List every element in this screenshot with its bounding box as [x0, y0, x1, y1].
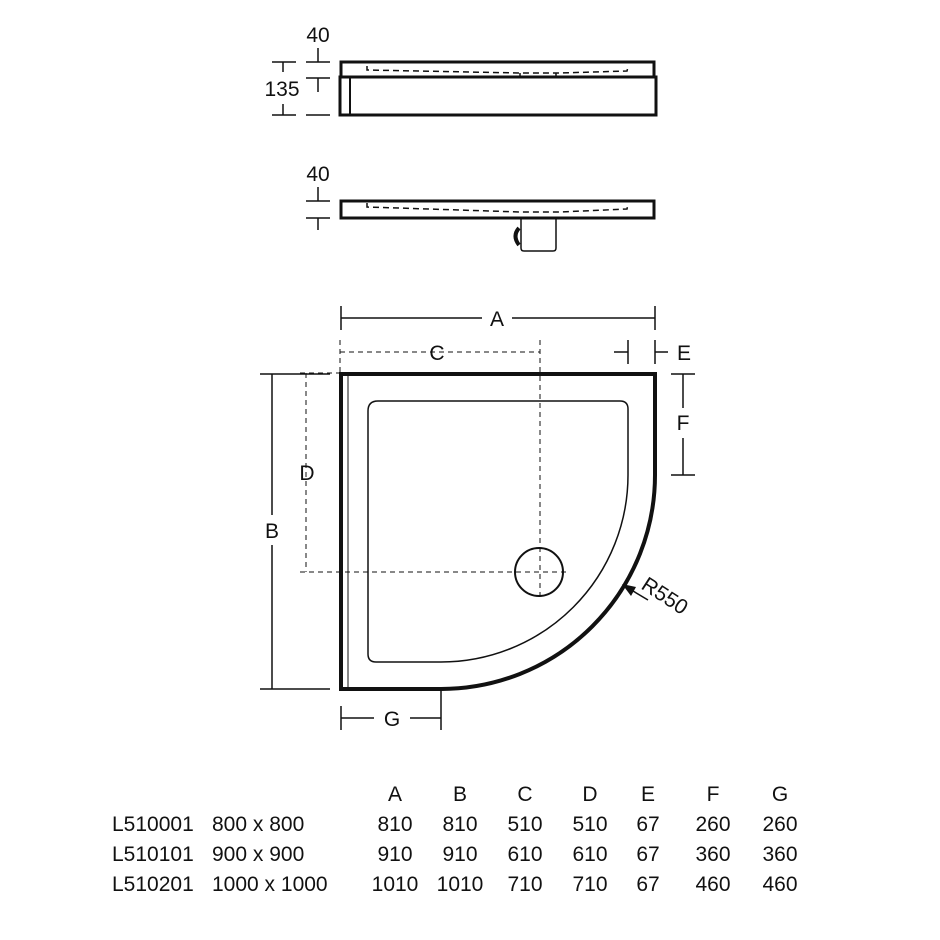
value-g: 360 — [762, 843, 798, 866]
value-e: 67 — [636, 813, 660, 836]
dim-c-label: C — [429, 342, 444, 365]
value-g: 260 — [762, 813, 798, 836]
value-g: 460 — [762, 873, 798, 896]
value-b: 910 — [442, 843, 478, 866]
dim-e-label: E — [677, 342, 691, 365]
dim-height-label: 135 — [264, 78, 299, 101]
dim-d-label: D — [299, 462, 314, 485]
value-d: 610 — [572, 843, 608, 866]
product-size: 800 x 800 — [212, 813, 305, 836]
plan-view — [260, 306, 695, 730]
table-header: C — [517, 783, 533, 806]
product-code: L510101 — [112, 843, 194, 866]
value-c: 510 — [507, 813, 543, 836]
table-header: G — [771, 783, 789, 806]
dim-lip-label-2: 40 — [306, 163, 329, 186]
product-code: L510201 — [112, 873, 194, 896]
value-e: 67 — [636, 873, 660, 896]
product-code: L510001 — [112, 813, 194, 836]
value-b: 810 — [442, 813, 478, 836]
product-size: 1000 x 1000 — [212, 873, 328, 896]
value-e: 67 — [636, 843, 660, 866]
side-view-without-plinth — [306, 187, 656, 252]
value-f: 260 — [695, 813, 731, 836]
basin-outline — [367, 400, 629, 663]
dim-a-label: A — [490, 308, 504, 331]
dim-lip-label: 40 — [306, 24, 329, 47]
table-header: E — [640, 783, 656, 806]
value-d: 710 — [572, 873, 608, 896]
value-f: 460 — [695, 873, 731, 896]
table-header: D — [582, 783, 598, 806]
value-a: 910 — [377, 843, 413, 866]
dim-f-label: F — [677, 412, 690, 435]
value-a: 1010 — [371, 873, 419, 896]
side-view-with-plinth — [272, 48, 658, 117]
value-b: 1010 — [436, 873, 484, 896]
radius-label: R550 — [637, 573, 692, 620]
table-header: A — [387, 783, 403, 806]
value-c: 710 — [507, 873, 543, 896]
table-header: B — [452, 783, 468, 806]
product-size: 900 x 900 — [212, 843, 305, 866]
table-header: F — [706, 783, 720, 806]
dim-g-label: G — [384, 708, 400, 731]
tray-outline — [339, 372, 657, 691]
value-a: 810 — [377, 813, 413, 836]
value-c: 610 — [507, 843, 543, 866]
value-f: 360 — [695, 843, 731, 866]
value-d: 510 — [572, 813, 608, 836]
dim-b-label: B — [265, 520, 279, 543]
